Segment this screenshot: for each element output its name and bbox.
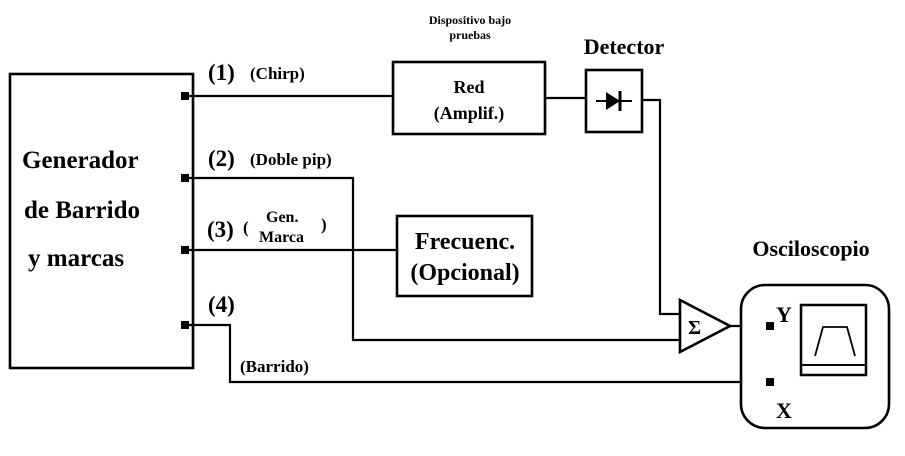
port-4-label: (Barrido)	[240, 357, 309, 376]
port-1-label: (Chirp)	[250, 64, 305, 83]
scope-y-label: Y	[776, 302, 792, 327]
wire-barrido	[189, 323, 766, 384]
generator-line1: Generador	[22, 147, 139, 174]
scope-title: Osciloscopio	[752, 236, 869, 261]
diode-icon	[596, 91, 632, 111]
summer-triangle	[678, 297, 733, 355]
wire-detector-summer	[642, 98, 680, 316]
port-2-label: (Doble pip)	[250, 150, 332, 169]
port-3-number: (3)	[207, 217, 234, 242]
port-3-label-line2: Marca	[259, 229, 304, 246]
scope-screen	[799, 303, 868, 377]
port-4-number: (4)	[208, 292, 235, 317]
port-1-number: (1)	[208, 60, 235, 85]
generator-line3: y marcas	[28, 245, 124, 272]
wire-doble-pip	[189, 176, 680, 342]
port-3-label-line1: Gen.	[266, 209, 298, 226]
dut-line1: Red	[454, 77, 485, 97]
port-3-paren-open: (	[243, 218, 249, 237]
port-2-terminal	[181, 174, 189, 182]
generator-box	[8, 72, 195, 370]
dut-box	[391, 60, 547, 136]
freq-line1: Frecuenc.	[415, 229, 515, 255]
scope-x-terminal	[766, 378, 774, 386]
port-4-terminal	[181, 321, 189, 329]
detector-title: Detector	[584, 34, 665, 59]
sigma-icon: Σ	[688, 317, 701, 339]
scope-trace-icon	[814, 326, 856, 357]
freq-counter-box	[395, 214, 534, 298]
freq-line2: (Opcional)	[410, 260, 519, 286]
generator-line2: de Barrido	[24, 197, 140, 224]
dut-caption-line2: pruebas	[449, 28, 491, 42]
port-1-terminal	[181, 92, 189, 100]
dut-line2: (Amplif.)	[434, 103, 505, 124]
scope-x-label: X	[776, 398, 792, 423]
port-3-paren-close: )	[321, 215, 327, 234]
port-2-number: (2)	[208, 146, 235, 171]
dut-caption-line1: Dispositivo bajo	[429, 13, 511, 27]
port-3-terminal	[181, 246, 189, 254]
scope-y-terminal	[766, 322, 774, 330]
